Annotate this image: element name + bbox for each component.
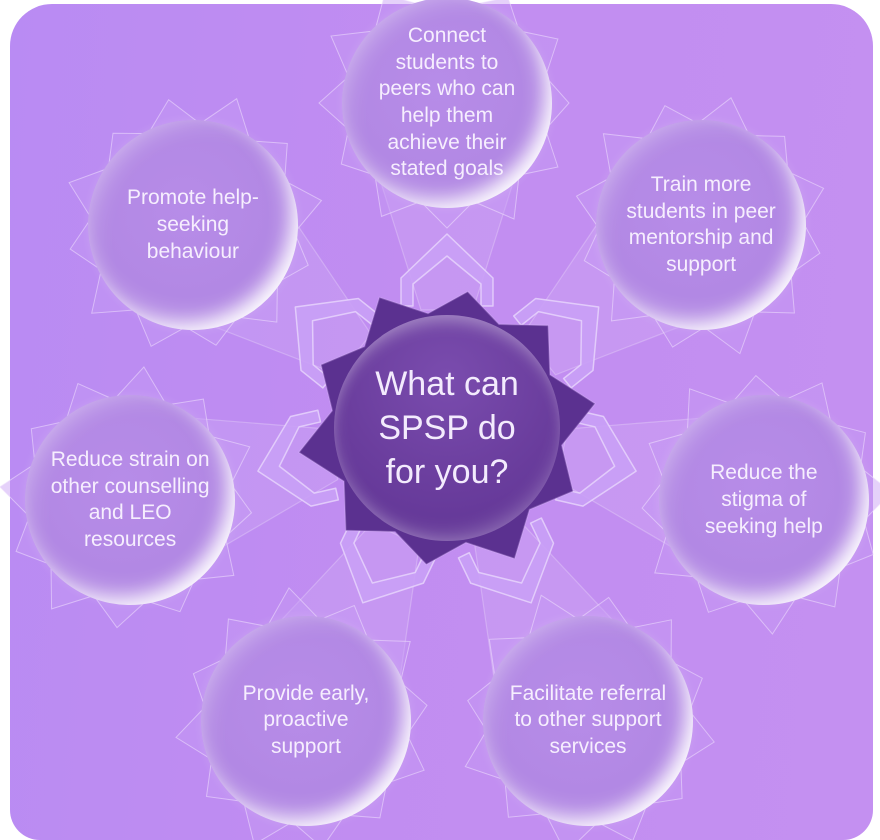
node-label: Train more students in peer mentorship a… — [626, 173, 776, 277]
node-circle-strain: Reduce strain on other counselling and L… — [25, 395, 236, 606]
node-label: Connect students to peers who can help t… — [378, 24, 516, 181]
node-circle-connect: Connect students to peers who can help t… — [342, 0, 552, 208]
node-label: Reduce the stigma of seeking help — [704, 461, 823, 538]
node-circle-facilitate: Facilitate referral to other support ser… — [483, 615, 693, 826]
node-label: Facilitate referral to other support ser… — [509, 681, 667, 759]
node-label: Provide early, proactive support — [242, 681, 370, 759]
center-circle: What can SPSP do for you? — [334, 315, 560, 541]
node-circle-provide: Provide early, proactive support — [200, 615, 411, 826]
outward-arrow-icon — [512, 297, 600, 389]
outward-arrow-icon — [400, 233, 494, 307]
center-label: What can SPSP do for you? — [375, 364, 519, 492]
outward-arrow-icon — [257, 409, 340, 507]
node-label: Promote help-seeking behaviour — [126, 186, 259, 263]
node-circle-train: Train more students in peer mentorship a… — [596, 120, 807, 331]
node-circle-stigma: Reduce the stigma of seeking help — [658, 395, 869, 606]
outward-arrow-icon — [457, 517, 555, 604]
node-label: Reduce strain on other counselling and L… — [50, 448, 210, 551]
node-circle-promote: Promote help-seeking behaviour — [87, 120, 298, 331]
